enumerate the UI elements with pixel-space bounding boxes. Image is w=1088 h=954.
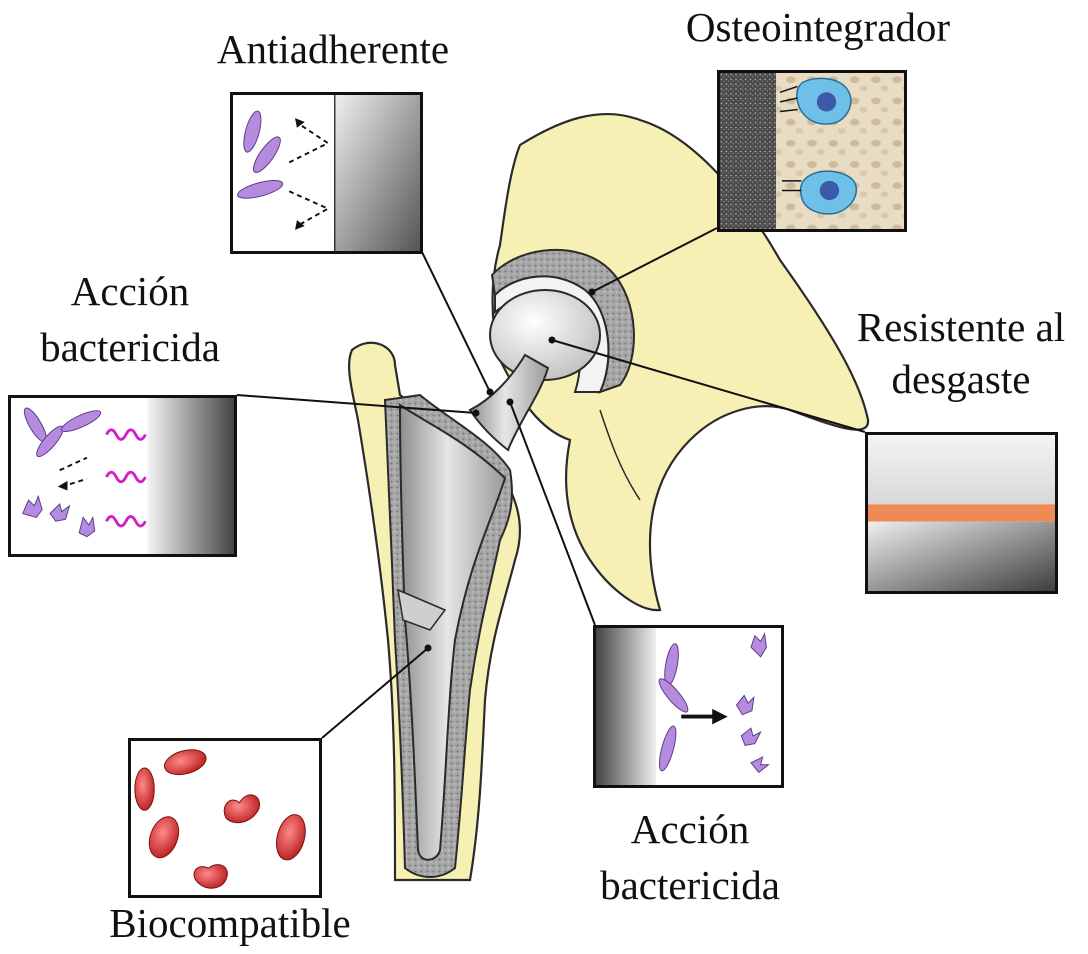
label-accion-bactericida-bottom-line2: bactericida bbox=[580, 862, 800, 908]
label-resistente-line2: desgaste bbox=[835, 356, 1087, 402]
label-resistente-line1: Resistente al bbox=[835, 304, 1087, 350]
panel-osteointegrador bbox=[717, 70, 907, 232]
bacteria-lysed-icon bbox=[596, 628, 781, 785]
label-antiadherente: Antiadherente bbox=[198, 26, 468, 72]
bacteria-repelled-icon bbox=[233, 95, 420, 251]
bacteria-killed-by-polymer-icon bbox=[11, 398, 234, 554]
panel-antiadherente bbox=[230, 92, 423, 254]
label-osteointegrador: Osteointegrador bbox=[668, 4, 968, 50]
red-blood-cells-icon bbox=[131, 741, 319, 895]
panel-resistente bbox=[865, 432, 1058, 594]
panel-bactericida-left bbox=[8, 395, 237, 557]
label-accion-bactericida-left-line1: Acción bbox=[20, 268, 240, 314]
panel-biocompatible bbox=[128, 738, 322, 898]
panel-bactericida-bottom bbox=[593, 625, 784, 788]
label-biocompatible: Biocompatible bbox=[80, 900, 380, 946]
osteoblast-cells-icon bbox=[720, 73, 904, 229]
wear-resistant-coating-icon bbox=[868, 435, 1055, 591]
label-accion-bactericida-bottom-line1: Acción bbox=[580, 806, 800, 852]
label-accion-bactericida-left-line2: bactericida bbox=[20, 324, 240, 370]
